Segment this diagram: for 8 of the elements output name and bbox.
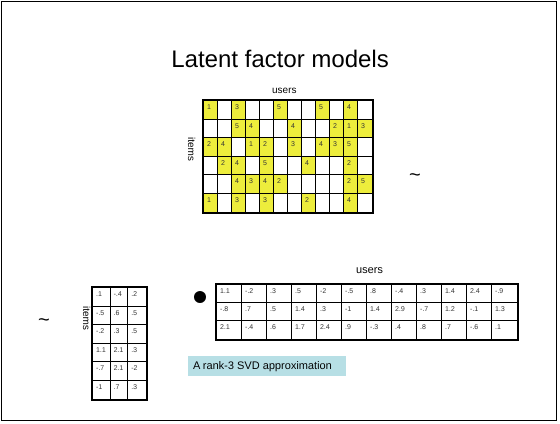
axis-label: items xyxy=(185,137,195,161)
slide-title: Latent factor models xyxy=(170,46,390,74)
approx-symbol: ~ xyxy=(38,310,50,330)
axis-label: users xyxy=(272,86,296,96)
axis-label: users xyxy=(356,265,383,276)
axis-label: items xyxy=(80,306,90,330)
approx-symbol: ~ xyxy=(409,165,421,185)
caption-box: A rank-3 SVD approximation xyxy=(188,356,346,376)
